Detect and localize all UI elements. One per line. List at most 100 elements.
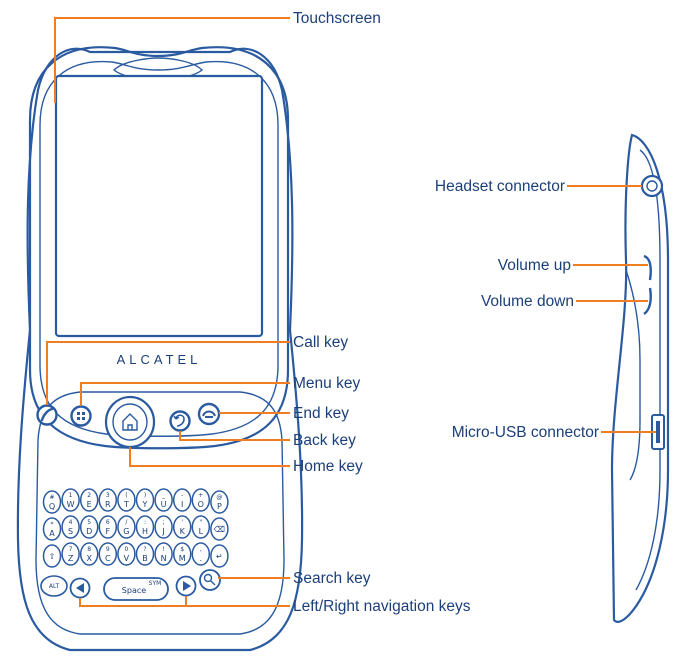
key-secondary-label: ' [181,519,183,526]
keyboard-key[interactable]: ⌫ [210,517,229,541]
key-label: Q [49,502,55,511]
keyboard-key[interactable]: 0V [117,542,136,566]
back-key[interactable] [169,410,191,432]
end-icon [202,410,216,418]
callout-labels: Touchscreen Call key Menu key End key Ba… [293,10,599,615]
home-key[interactable] [104,395,156,449]
key-secondary-label: @ [216,494,222,501]
key-label: M [179,554,186,563]
end-key[interactable] [197,402,221,426]
key-label: Z [68,554,74,563]
key-secondary-label: : [144,519,146,526]
keyboard-key[interactable]: ⇧ [42,544,62,568]
label-end-key: End key [293,405,349,422]
key-label: T [123,500,129,509]
key-label: R [105,500,111,509]
headset-connector [640,174,664,198]
key-label: F [105,527,110,536]
key-label: U [161,500,167,509]
keyboard-key[interactable]: )Y [135,488,155,512]
key-secondary-label: $ [180,546,184,553]
key-label: E [87,500,92,509]
left-nav-key[interactable] [69,577,91,599]
label-back-key: Back key [293,432,356,449]
keyboard-key[interactable]: 7Z [61,542,80,566]
front-body [28,46,290,450]
key-secondary-label: 6 [106,519,110,526]
key-secondary-label: _ [161,492,166,499]
key-secondary-label: ! [162,546,164,553]
keyboard-key[interactable]: 4S [61,515,80,539]
space-key[interactable]: Space SYM [103,577,169,601]
keyboard-key[interactable]: ,. [191,542,211,566]
keyboard-key[interactable]: ↵ [210,544,229,568]
keyboard-key[interactable]: !N [154,542,173,566]
touchscreen-display [54,74,264,338]
key-secondary-label: - [181,492,183,499]
keyboard-key[interactable]: 5D [79,515,99,539]
keyboard-key[interactable]: #Q [42,490,62,514]
key-secondary-label: ? [143,546,146,553]
key-label: A [49,529,55,538]
key-label: B [142,554,148,563]
slider-body [16,47,304,652]
keyboard-key[interactable]: :H [135,515,155,539]
keyboard-key[interactable]: @P [210,490,229,514]
side-slider-edge [625,269,641,481]
search-key[interactable] [199,569,221,591]
menu-key[interactable] [70,405,92,427]
key-label: N [161,554,167,563]
call-icon [40,407,54,422]
side-body-inner [635,149,661,591]
key-label: H [142,527,148,536]
label-home-key: Home key [293,458,363,475]
keyboard-key[interactable]: 6F [98,515,118,539]
keyboard-key[interactable]: _U [154,488,173,512]
keyboard-key[interactable]: 2E [79,488,99,512]
keyboard-key[interactable]: -I [172,488,192,512]
key-secondary-label: ( [125,492,127,499]
svg-text:SYM: SYM [149,580,162,587]
key-label: O [198,500,204,509]
key-secondary-label: , [200,546,202,553]
keyboard-key[interactable]: *A [42,517,62,541]
key-label: W [67,500,75,509]
key-label: I [181,500,183,509]
keyboard-key[interactable]: 8X [79,542,99,566]
keyboard-key[interactable]: 9C [98,542,118,566]
label-headset-connector: Headset connector [435,178,565,195]
keyboard-key[interactable]: 3R [98,488,118,512]
keyboard-key[interactable]: 'K [172,515,192,539]
key-secondary-label: " [199,519,202,526]
key-secondary-label: ; [163,519,165,526]
key-label: G [123,527,129,536]
brand-logo: ALCATEL [117,352,202,367]
label-call-key: Call key [293,334,348,351]
call-key[interactable] [36,404,58,426]
keyboard-key[interactable]: /G [117,515,136,539]
label-touchscreen: Touchscreen [293,10,381,27]
key-secondary-label: 9 [106,546,110,553]
keyboard-key[interactable]: ?B [135,542,155,566]
volume-up-button[interactable] [643,254,652,281]
right-nav-key[interactable] [175,575,197,597]
keyboard-key[interactable]: "L [191,515,211,539]
key-label: L [199,527,204,536]
keyboard-key[interactable]: (T [117,488,136,512]
qwerty-keyboard: #Q1W2E3R(T)Y_U-I+O@P*A4S5D6F/G:H;J'K"L⌫⇧… [42,488,229,568]
keyboard-key[interactable]: $M [172,542,192,566]
alt-key[interactable]: ALT [40,575,68,597]
key-label: D [86,527,92,536]
keyboard-key[interactable]: +O [191,488,211,512]
home-icon [122,413,138,431]
keyboard-key[interactable]: 1W [61,488,80,512]
key-label: ⌫ [214,525,225,534]
key-label: Y [142,500,148,509]
key-label: ⇧ [49,552,56,561]
volume-down-button[interactable] [643,287,652,315]
back-icon [173,414,185,427]
keyboard-key[interactable]: ;J [154,515,173,539]
key-label: ↵ [216,552,223,561]
key-secondary-label: 5 [87,519,91,526]
